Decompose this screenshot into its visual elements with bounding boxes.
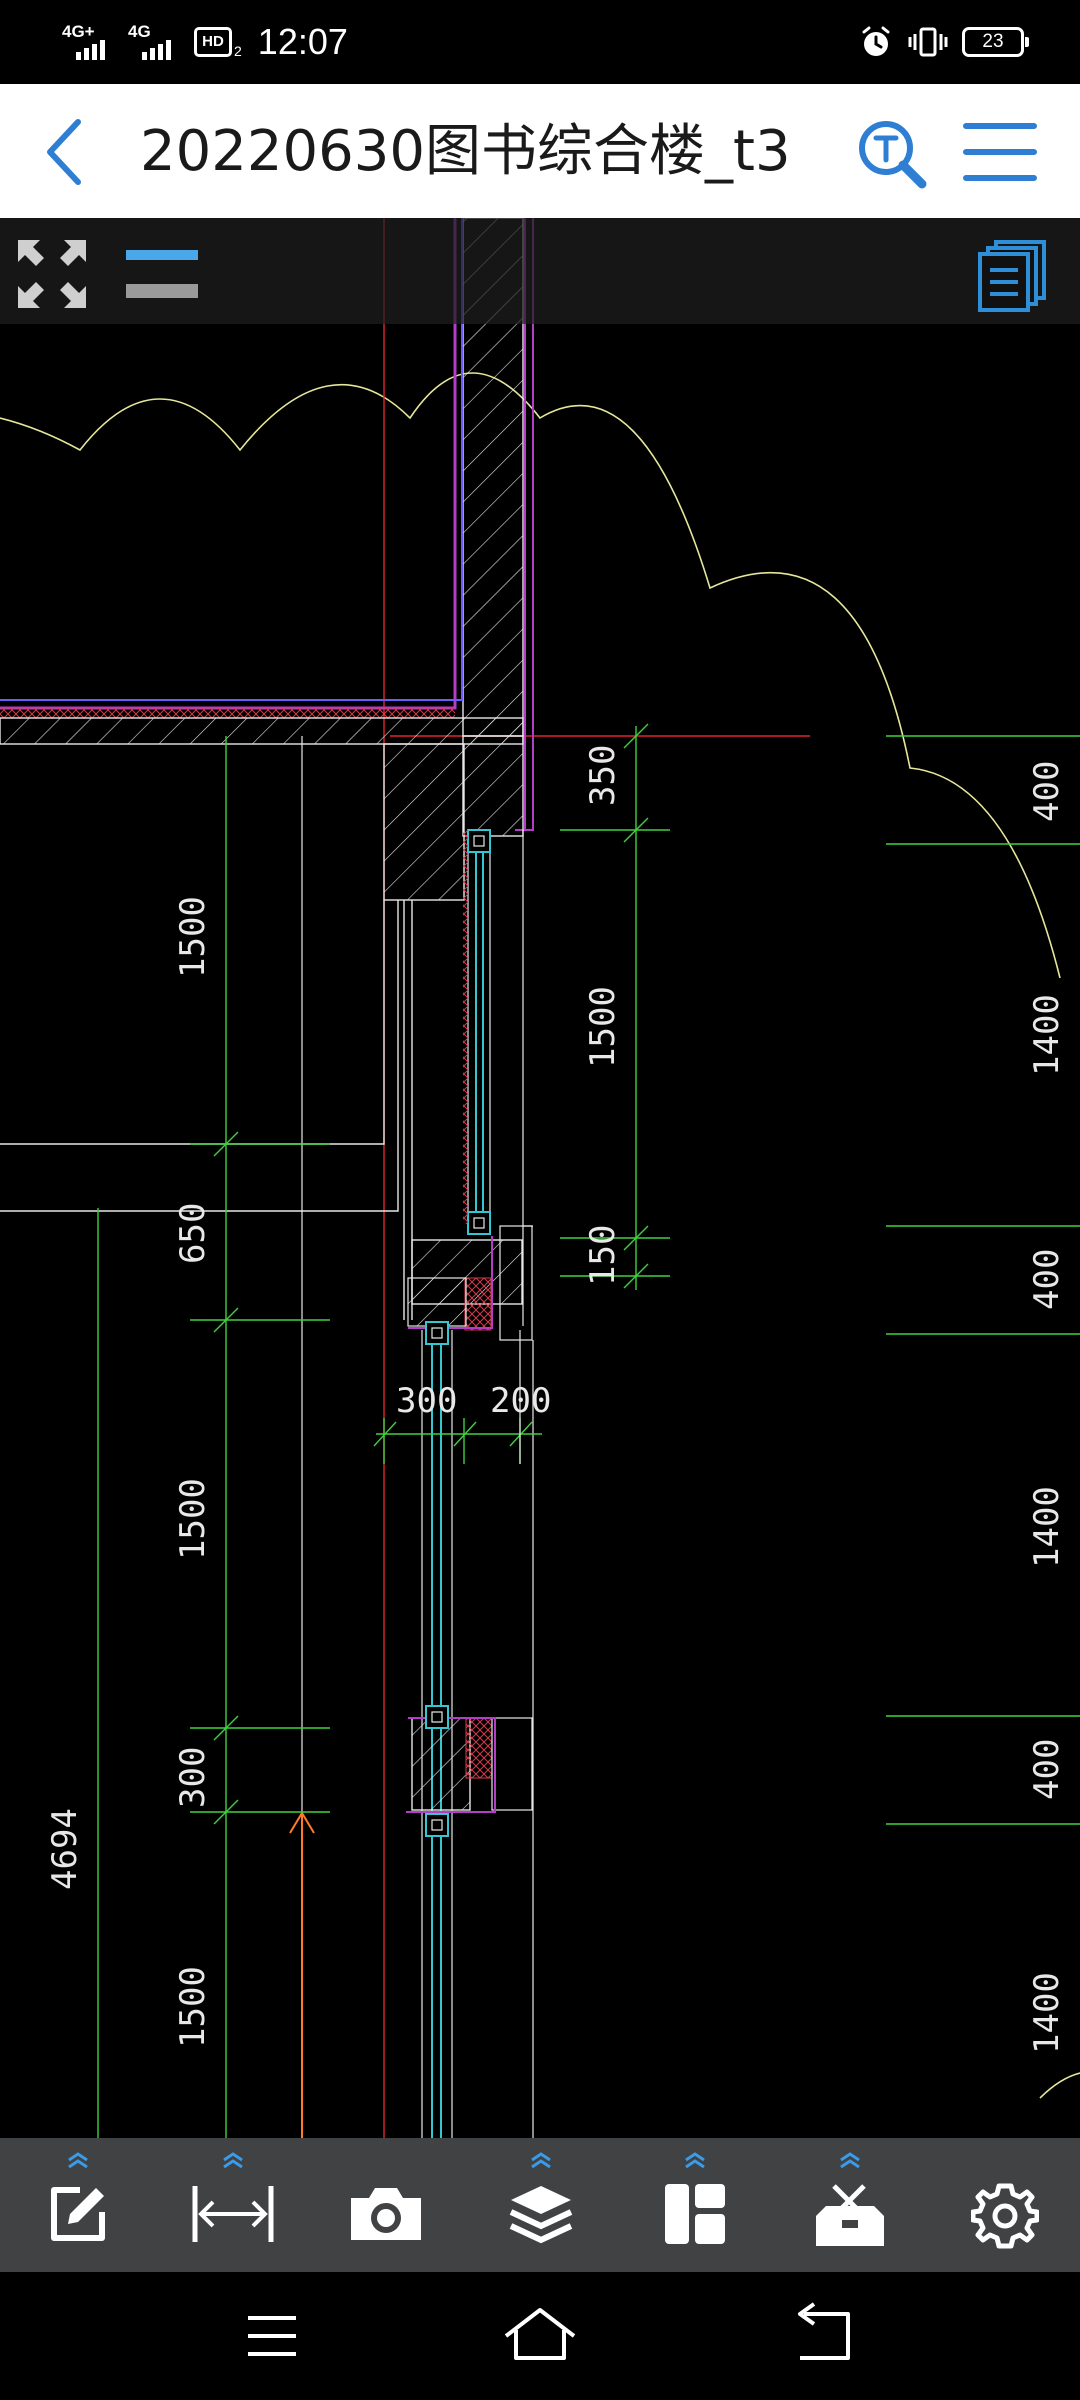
edit-icon <box>51 2187 105 2241</box>
recent-apps-button[interactable] <box>232 2300 312 2372</box>
edit-tool-button[interactable] <box>13 2138 143 2272</box>
layers-icon <box>509 2186 573 2244</box>
measure-tool-button[interactable] <box>168 2138 298 2272</box>
battery-icon: 23 <box>962 27 1029 57</box>
signal-label: 4G+ <box>62 22 95 41</box>
title-bar: 20220630图书综合楼_t3 <box>0 84 1080 218</box>
dim-1400: 1400 <box>1027 1486 1067 1568</box>
text-search-button[interactable] <box>852 114 932 194</box>
chevron-up-icon <box>68 2152 88 2168</box>
hamburger-menu-icon <box>963 123 1037 181</box>
elevation-arrow <box>289 1811 315 2138</box>
layers-tool-button[interactable] <box>476 2138 606 2272</box>
back-icon <box>798 2302 850 2360</box>
layouts-icon <box>978 240 1046 312</box>
hd-voice-icon: HD <box>194 27 232 57</box>
settings-icon <box>971 2183 1039 2249</box>
menu-button[interactable] <box>960 116 1040 188</box>
hd-sub-label: 2 <box>234 43 242 59</box>
dim-1400: 1400 <box>1027 1972 1067 2054</box>
dim-4694: 4694 <box>45 1808 85 1890</box>
dim-1500: 1500 <box>173 1478 213 1560</box>
back-button[interactable] <box>28 112 108 192</box>
layout-icon <box>665 2184 725 2244</box>
cad-drawing[interactable]: 350 1500 150 1500 650 1500 300 4694 1500… <box>0 218 1080 2138</box>
dim-300-width: 300 <box>396 1381 457 1421</box>
home-icon <box>504 2308 576 2360</box>
camera-tool-button[interactable] <box>321 2138 451 2272</box>
chevron-up-icon <box>685 2152 705 2168</box>
toolbox-tool-button[interactable] <box>785 2138 915 2272</box>
drawing-toolbar <box>0 218 1080 324</box>
dim-400: 400 <box>1027 1249 1067 1310</box>
revision-cloud <box>0 372 1061 979</box>
status-clock: 12:07 <box>257 21 348 62</box>
cad-drawing-canvas[interactable]: 350 1500 150 1500 650 1500 300 4694 1500… <box>0 218 1080 2138</box>
dim-350: 350 <box>583 745 623 806</box>
camera-icon <box>351 2188 421 2240</box>
chevron-up-icon <box>223 2152 243 2168</box>
alarm-icon <box>862 26 890 56</box>
dim-1400: 1400 <box>1027 994 1067 1076</box>
toolbox-icon <box>816 2184 884 2246</box>
vibrate-icon <box>908 27 948 57</box>
dim-1500: 1500 <box>583 986 623 1068</box>
layouts-button[interactable] <box>976 238 1050 312</box>
chevron-up-icon <box>531 2152 551 2168</box>
dim-650: 650 <box>173 1203 213 1264</box>
signal-icon: 4G <box>128 20 184 64</box>
home-button[interactable] <box>500 2300 580 2372</box>
beam <box>383 743 465 901</box>
dim-200-width: 200 <box>490 1381 551 1421</box>
line-style-icon <box>126 250 198 298</box>
chevron-up-icon <box>840 2152 860 2168</box>
line-color-toggle[interactable] <box>124 244 200 304</box>
text-search-icon <box>859 121 927 189</box>
status-left: 4G+ 4G HD 2 12:07 <box>62 16 348 68</box>
expand-icon <box>18 240 86 308</box>
measure-icon <box>192 2186 274 2242</box>
dim-1500: 1500 <box>173 1966 213 2048</box>
system-nav-bar <box>0 2272 1080 2400</box>
dim-150: 150 <box>583 1225 623 1286</box>
status-right: 23 <box>858 20 1029 64</box>
dim-400: 400 <box>1027 1739 1067 1800</box>
bottom-toolbar <box>0 2138 1080 2272</box>
signal-icon: 4G+ <box>62 20 118 64</box>
layout-tool-button[interactable] <box>630 2138 760 2272</box>
status-bar: 4G+ 4G HD 2 12:07 23 <box>0 0 1080 84</box>
signal-label: 4G <box>128 22 151 41</box>
floor-slab <box>0 717 524 745</box>
fullscreen-button[interactable] <box>14 236 90 312</box>
document-title: 20220630图书综合楼_t3 <box>140 119 791 184</box>
chevron-left-icon <box>47 119 81 185</box>
dim-300: 300 <box>173 1747 213 1808</box>
recent-apps-icon <box>248 2316 296 2356</box>
settings-tool-button[interactable] <box>940 2138 1070 2272</box>
dim-400: 400 <box>1027 761 1067 822</box>
back-nav-button[interactable] <box>784 2300 864 2372</box>
dim-1500: 1500 <box>173 896 213 978</box>
